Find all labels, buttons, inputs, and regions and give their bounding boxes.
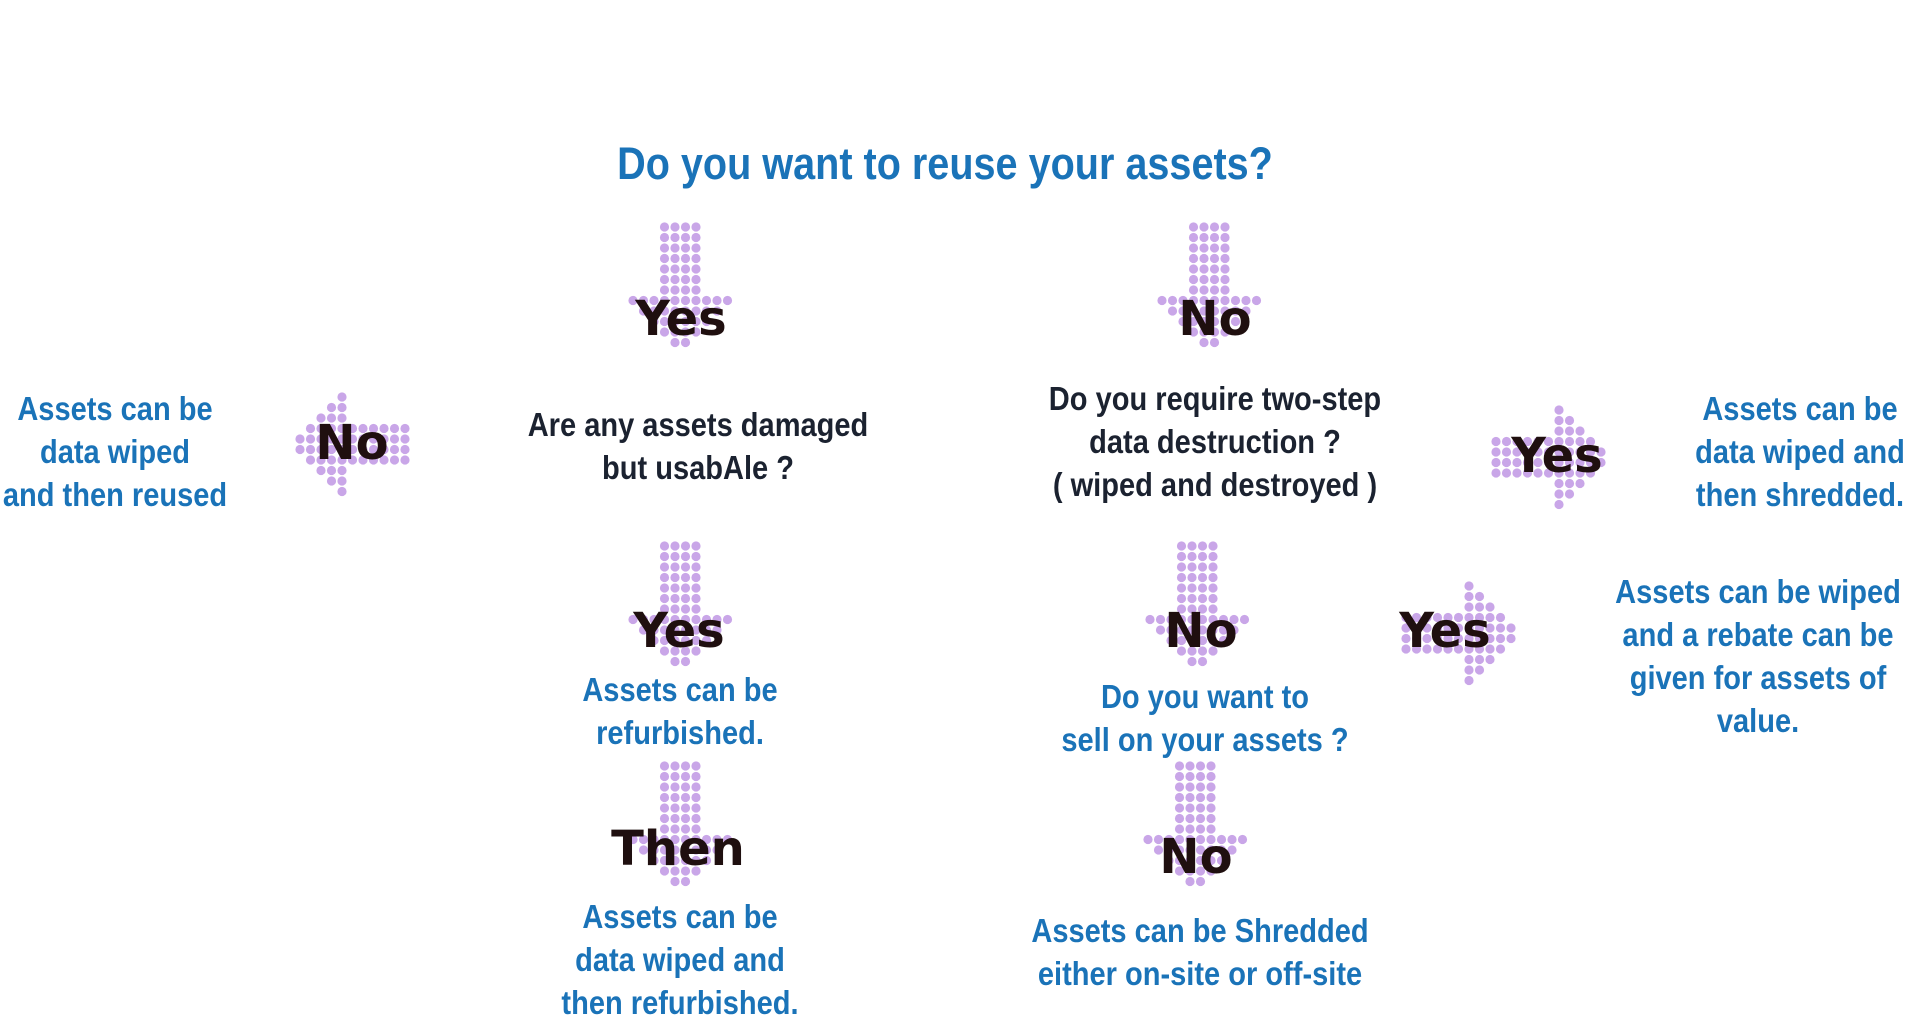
arrow-label-then: Then [611, 821, 745, 877]
outcome-wiped-rebate: Assets can be wiped and a rebate can be … [1615, 573, 1901, 739]
outcome-wiped-refurbished: Assets can be data wiped and then refurb… [561, 898, 799, 1021]
arrow-label-no-2: No [1164, 603, 1238, 659]
outcome-shredded: Assets can be Shredded either on-site or… [1031, 912, 1369, 992]
arrow-label-yes-right-2: Yes [1399, 603, 1491, 659]
question-sell-assets: Do you want to sell on your assets ? [1061, 678, 1349, 758]
right-arrow-yes-2 [1401, 581, 1516, 686]
down-arrow-yes-1 [628, 222, 733, 348]
down-arrow-then [628, 761, 733, 887]
outcome-wiped-shredded: Assets can be data wiped and then shredd… [1695, 390, 1905, 513]
arrow-label-no-1: No [1178, 291, 1252, 347]
question-two-step-destruction: Do you require two-step data destruction… [1048, 380, 1382, 503]
down-arrow-no-3 [1143, 761, 1248, 887]
arrow-label-yes-right-1: Yes [1511, 428, 1603, 484]
question-damaged-usable: Are any assets damaged but usabAle ? [527, 406, 869, 486]
left-arrow-no [295, 392, 410, 497]
down-arrow-no-1 [1157, 222, 1262, 348]
arrow-label-no-3: No [1159, 829, 1233, 885]
arrow-label-yes-1: Yes [635, 291, 727, 347]
outcome-refurbished: Assets can be refurbished. [582, 671, 778, 751]
arrow-label-yes-2: Yes [633, 603, 725, 659]
diagram-title: Do you want to reuse your assets? [617, 138, 1273, 189]
arrow-label-no-left: No [315, 415, 389, 471]
down-arrow-yes-2 [628, 541, 733, 667]
right-arrow-yes-1 [1491, 405, 1606, 510]
outcome-wiped-reused: Assets can be data wiped and then reused [2, 390, 228, 513]
down-arrow-no-2 [1145, 541, 1250, 667]
